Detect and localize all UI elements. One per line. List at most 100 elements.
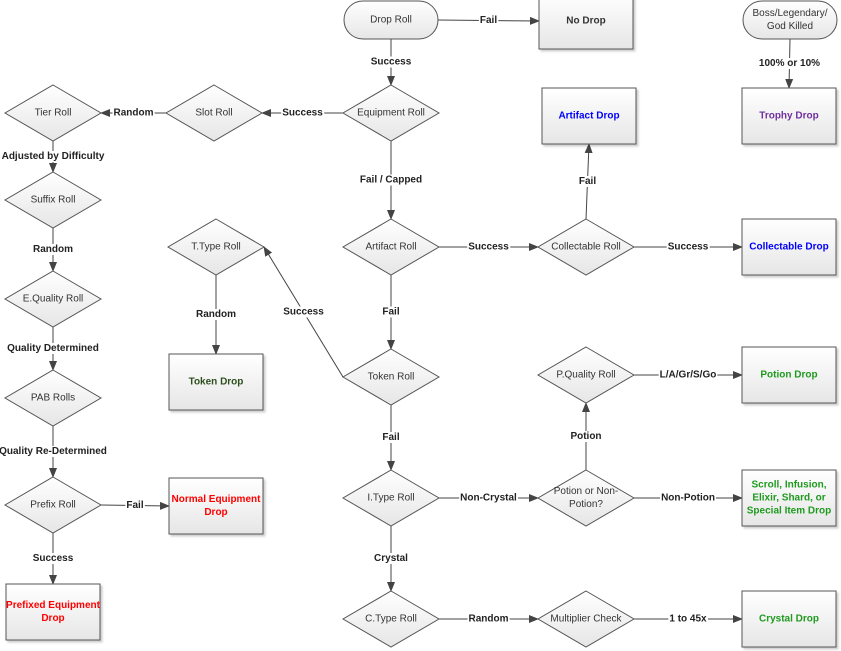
edge-label-bg bbox=[467, 241, 511, 253]
decision-diamond bbox=[342, 469, 440, 527]
decision-diamond bbox=[4, 270, 102, 328]
node-potion-drop: Potion Drop bbox=[741, 346, 837, 404]
decision-diamond bbox=[4, 476, 102, 534]
edge-label: Random bbox=[196, 309, 236, 320]
edge-label: Non-Crystal bbox=[460, 493, 517, 504]
process-box bbox=[741, 218, 837, 276]
node-tier-roll: Tier Roll bbox=[4, 84, 102, 142]
edge-label: Fail bbox=[382, 307, 399, 318]
edge-label-bg bbox=[282, 306, 326, 318]
process-box bbox=[538, 0, 634, 50]
edge-label: Success bbox=[371, 57, 412, 68]
node-token-drop: Token Drop bbox=[168, 353, 264, 411]
node-boss: Boss/Legendary/God Killed bbox=[742, 0, 838, 40]
node-drop-roll: Drop Roll bbox=[343, 0, 439, 40]
decision-diamond bbox=[342, 84, 440, 142]
edge-label: Fail bbox=[480, 15, 497, 26]
node-ctype-roll: C.Type Roll bbox=[342, 590, 440, 648]
node-label: Scroll, Infusion, bbox=[751, 480, 826, 491]
decision-diamond bbox=[167, 218, 265, 276]
node-crystal-drop: Crystal Drop bbox=[741, 590, 837, 648]
edge-label-bg bbox=[125, 500, 145, 511]
node-equality-roll: E.Quality Roll bbox=[4, 270, 102, 328]
edge-label: Potion bbox=[570, 431, 601, 442]
node-label: No Drop bbox=[566, 16, 605, 27]
edge-label-bg bbox=[281, 107, 325, 119]
process-box bbox=[5, 583, 101, 641]
node-no-drop: No Drop bbox=[538, 0, 634, 50]
edge-label: Crystal bbox=[374, 553, 408, 564]
edge-label-bg bbox=[0, 151, 106, 162]
node-label: P.Quality Roll bbox=[556, 370, 615, 381]
edge-label: 1 to 45x bbox=[669, 614, 707, 625]
node-label: Drop Roll bbox=[370, 15, 412, 26]
edge-label-bg bbox=[467, 613, 510, 625]
process-box bbox=[741, 469, 837, 527]
edge-label: Random bbox=[33, 244, 73, 255]
edge-label-bg bbox=[32, 244, 75, 255]
edge-label-bg bbox=[6, 343, 100, 354]
node-scroll-drop: Scroll, Infusion,Elixir, Shard, orSpecia… bbox=[741, 469, 837, 527]
decision-diamond bbox=[165, 84, 263, 142]
node-label: Special Item Drop bbox=[747, 506, 831, 517]
decision-diamond bbox=[342, 348, 440, 406]
node-label: Potion or Non- bbox=[554, 486, 618, 497]
edge-label-bg bbox=[569, 431, 603, 442]
decision-diamond bbox=[342, 590, 440, 648]
decision-diamond bbox=[537, 590, 635, 648]
node-label: Collectable Roll bbox=[551, 242, 620, 253]
node-suffix-roll: Suffix Roll bbox=[4, 171, 102, 229]
edge-label: Adjusted by Difficulty bbox=[2, 151, 105, 162]
node-label: Crystal Drop bbox=[759, 614, 819, 625]
edge-label: Success bbox=[282, 108, 323, 119]
node-collectable-roll: Collectable Roll bbox=[537, 218, 635, 276]
process-box bbox=[541, 87, 637, 145]
edge-label-bg bbox=[369, 56, 413, 68]
edge-label-bg bbox=[381, 432, 401, 443]
node-label: Prefixed Equipment bbox=[6, 600, 101, 611]
edge-label: Non-Potion bbox=[661, 493, 715, 504]
edge-label-bg bbox=[478, 15, 499, 26]
edge-label-bg bbox=[31, 553, 75, 564]
node-label: Drop bbox=[204, 507, 227, 518]
node-potion-or-not: Potion or Non-Potion? bbox=[537, 469, 635, 527]
node-prefix-roll: Prefix Roll bbox=[4, 476, 102, 534]
decision-diamond bbox=[4, 369, 102, 427]
edge-label-bg bbox=[459, 492, 519, 504]
node-pquality-roll: P.Quality Roll bbox=[537, 346, 635, 404]
edge-label: Random bbox=[114, 108, 154, 119]
node-label: T.Type Roll bbox=[191, 242, 240, 253]
node-label: Trophy Drop bbox=[759, 111, 818, 122]
node-label: Slot Roll bbox=[195, 108, 232, 119]
edge-label: Success bbox=[668, 242, 709, 253]
edge-label-bg bbox=[112, 107, 155, 119]
node-equipment-roll: Equipment Roll bbox=[342, 84, 440, 142]
edge-label-bg bbox=[668, 613, 709, 625]
decision-diamond bbox=[537, 469, 635, 527]
decision-diamond bbox=[537, 218, 635, 276]
edge-label: Fail / Capped bbox=[360, 175, 422, 186]
node-label: C.Type Roll bbox=[365, 614, 417, 625]
node-label: Equipment Roll bbox=[357, 108, 425, 119]
node-label: Suffix Roll bbox=[31, 195, 76, 206]
node-label: Artifact Drop bbox=[558, 111, 619, 122]
edge-label: Quality Determined bbox=[7, 343, 99, 354]
node-itype-roll: I.Type Roll bbox=[342, 469, 440, 527]
node-label: Collectable Drop bbox=[749, 242, 828, 253]
node-label: Normal Equipment bbox=[172, 494, 262, 505]
node-pab-rolls: PAB Rolls bbox=[4, 369, 102, 427]
edge-label: Random bbox=[469, 614, 509, 625]
edge-label-bg bbox=[660, 492, 716, 504]
edge-label: 100% or 10% bbox=[759, 58, 820, 69]
node-label: Artifact Roll bbox=[365, 242, 416, 253]
process-box bbox=[741, 87, 837, 145]
node-collectable-drop: Collectable Drop bbox=[741, 218, 837, 276]
edge-label: Fail bbox=[382, 432, 399, 443]
edge-label-bg bbox=[666, 241, 710, 253]
node-label: God Killed bbox=[767, 21, 813, 32]
edge-label-bg bbox=[195, 309, 238, 320]
node-slot-roll: Slot Roll bbox=[165, 84, 263, 142]
node-multiplier-check: Multiplier Check bbox=[537, 590, 635, 648]
